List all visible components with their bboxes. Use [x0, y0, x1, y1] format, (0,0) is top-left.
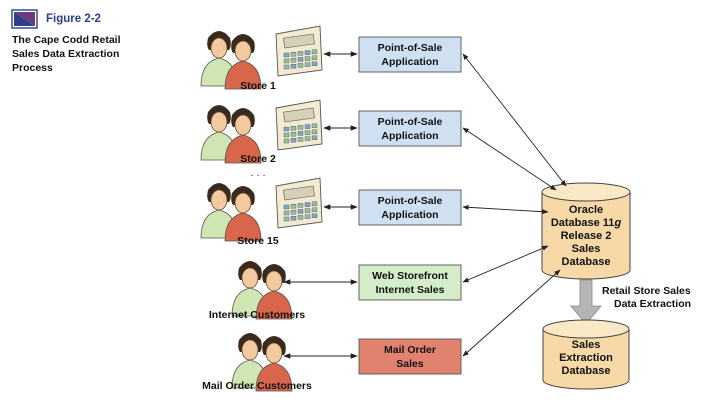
- oracle-sales-database: Oracle Database 11g Release 2 Sales Data…: [541, 182, 631, 280]
- source-label: Store 2: [240, 153, 276, 165]
- extraction-arrow: [570, 279, 602, 325]
- store-ellipsis: · · ·: [250, 170, 266, 181]
- system-label-line-1: Point-of-Sale: [378, 195, 443, 207]
- system-label-line-2: Application: [381, 209, 438, 221]
- source-internet: Internet Customers Web StorefrontInternet…: [209, 260, 462, 321]
- db-link-arrow: [462, 269, 561, 357]
- system-label-line-2: Application: [381, 56, 438, 68]
- extract-db-line-3: Database: [562, 365, 611, 377]
- extract-db-line-2: Extraction: [559, 352, 613, 364]
- source-label: Internet Customers: [209, 309, 305, 321]
- db-link-arrow: [462, 204, 549, 215]
- extraction-label-line-2: Data Extraction: [614, 298, 691, 310]
- figure-caption-line-2: Sales Data Extraction: [12, 48, 119, 60]
- db-link-arrow: [462, 245, 549, 283]
- figure-caption-line-1: The Cape Codd Retail: [12, 34, 121, 46]
- figure-label: Figure 2-2: [46, 13, 101, 25]
- figure-header: Figure 2-2 The Cape Codd Retail Sales Da…: [11, 9, 121, 74]
- extract-db-line-1: Sales: [572, 339, 601, 351]
- people-icon: [200, 182, 262, 242]
- system-label-line-1: Web Storefront: [372, 270, 448, 282]
- system-label-line-2: Application: [381, 130, 438, 142]
- system-label-line-1: Point-of-Sale: [378, 116, 443, 128]
- figure-caption-line-3: Process: [12, 62, 53, 74]
- cash-register-icon: [275, 99, 323, 151]
- system-label-line-2: Internet Sales: [376, 284, 445, 296]
- figure-logo-icon: [11, 9, 38, 29]
- extraction-label-line-1: Retail Store Sales: [602, 285, 691, 297]
- source-label: Store 1: [240, 80, 276, 92]
- db-link-arrow: [462, 127, 557, 191]
- source-label: Mail Order Customers: [202, 380, 312, 392]
- system-label-line-1: Mail Order: [384, 344, 436, 356]
- oracle-db-line-3: Release 2: [561, 230, 612, 242]
- system-label-line-1: Point-of-Sale: [378, 42, 443, 54]
- oracle-db-line-1: Oracle: [569, 204, 603, 216]
- cash-register-icon: [275, 177, 323, 229]
- sales-extraction-database: Sales Extraction Database: [542, 319, 630, 390]
- oracle-db-line-4: Sales: [572, 243, 601, 255]
- oracle-db-line-2: Database 11g: [551, 217, 622, 229]
- oracle-db-line-5: Database: [562, 256, 611, 268]
- cash-register-icon: [275, 25, 323, 77]
- system-label-line-2: Sales: [396, 358, 424, 370]
- source-label: Store 15: [237, 235, 279, 247]
- db-link-arrow: [462, 53, 567, 187]
